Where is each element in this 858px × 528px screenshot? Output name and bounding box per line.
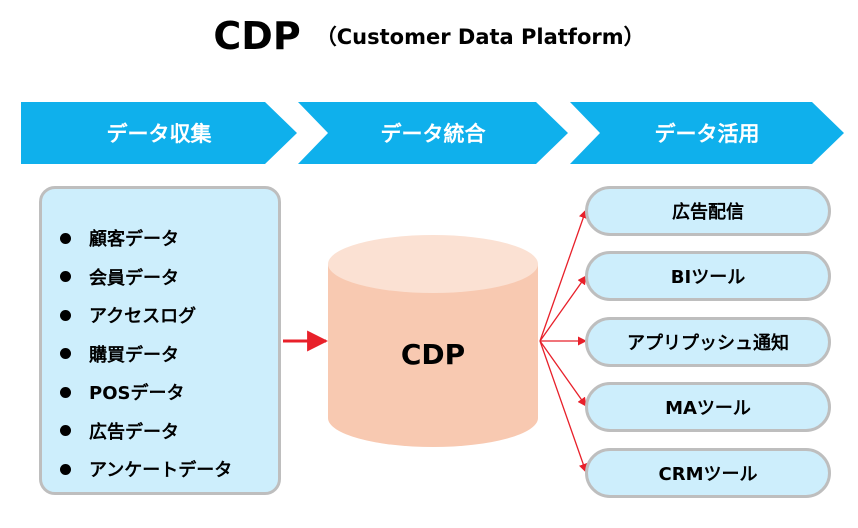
data-source-item: 会員データ <box>60 258 232 297</box>
data-source-label: POSデータ <box>89 383 185 405</box>
data-source-item: 顧客データ <box>60 219 232 258</box>
bullet-icon <box>60 386 71 398</box>
use-case-crm-tool: CRMツール <box>585 448 831 498</box>
arrow-output-bi-tool <box>539 275 587 342</box>
use-case-ad-delivery: 広告配信 <box>585 186 831 236</box>
use-case-label: 広告配信 <box>672 202 744 223</box>
bullet-icon <box>60 463 71 475</box>
title-subtitle: （Customer Data Platform） <box>315 25 645 49</box>
chevron-arrow-icon <box>570 102 844 164</box>
stage-label-utilization: データ活用 <box>654 122 760 146</box>
data-source-label: アクセスログ <box>89 306 197 328</box>
arrow-output-crm-tool <box>539 340 588 473</box>
stage-arrow-collection: データ収集 <box>21 102 297 164</box>
use-case-label: CRMツール <box>658 464 758 485</box>
title-main: CDP <box>213 14 301 58</box>
data-source-item: アクセスログ <box>60 296 232 335</box>
bullet-icon <box>60 309 71 321</box>
bullet-icon <box>60 232 71 244</box>
use-case-app-push-notification: アプリプッシュ通知 <box>585 317 831 367</box>
use-case-ma-tool: MAツール <box>585 382 831 432</box>
data-source-item: 購買データ <box>60 335 232 374</box>
stage-arrow-integration: データ統合 <box>298 102 568 164</box>
diagram-title: CDP （Customer Data Platform） <box>0 14 858 58</box>
data-source-item: POSデータ <box>60 373 232 412</box>
data-source-label: 会員データ <box>89 267 179 289</box>
data-source-list: 顧客データ 会員データ アクセスログ 購買データ POSデータ 広告データ アン… <box>60 219 232 489</box>
data-source-label: 広告データ <box>89 421 179 443</box>
bullet-icon <box>60 348 71 360</box>
data-source-item: 広告データ <box>60 412 232 451</box>
chevron-arrow-icon <box>298 102 568 164</box>
chevron-arrow-icon <box>21 102 297 164</box>
use-case-label: BIツール <box>670 267 746 288</box>
data-source-label: 顧客データ <box>89 229 179 251</box>
database-cylinder-icon <box>328 235 538 447</box>
stage-label-collection: データ収集 <box>106 122 212 146</box>
data-source-label: アンケートデータ <box>89 460 233 482</box>
data-sources-panel: 顧客データ 会員データ アクセスログ 購買データ POSデータ 広告データ アン… <box>39 186 281 495</box>
bullet-icon <box>60 425 71 437</box>
use-case-label: アプリプッシュ通知 <box>627 333 789 354</box>
arrow-output-ma-tool <box>539 340 587 407</box>
bullet-icon <box>60 271 71 283</box>
data-source-item: アンケートデータ <box>60 450 232 489</box>
use-case-label: MAツール <box>665 398 751 419</box>
arrow-output-ad-delivery <box>539 209 588 342</box>
use-case-bi-tool: BIツール <box>585 251 831 301</box>
stage-label-integration: データ統合 <box>380 122 486 146</box>
stage-arrow-utilization: データ活用 <box>570 102 844 164</box>
data-source-label: 購買データ <box>89 344 179 366</box>
cdp-hub-label: CDP <box>400 338 466 371</box>
